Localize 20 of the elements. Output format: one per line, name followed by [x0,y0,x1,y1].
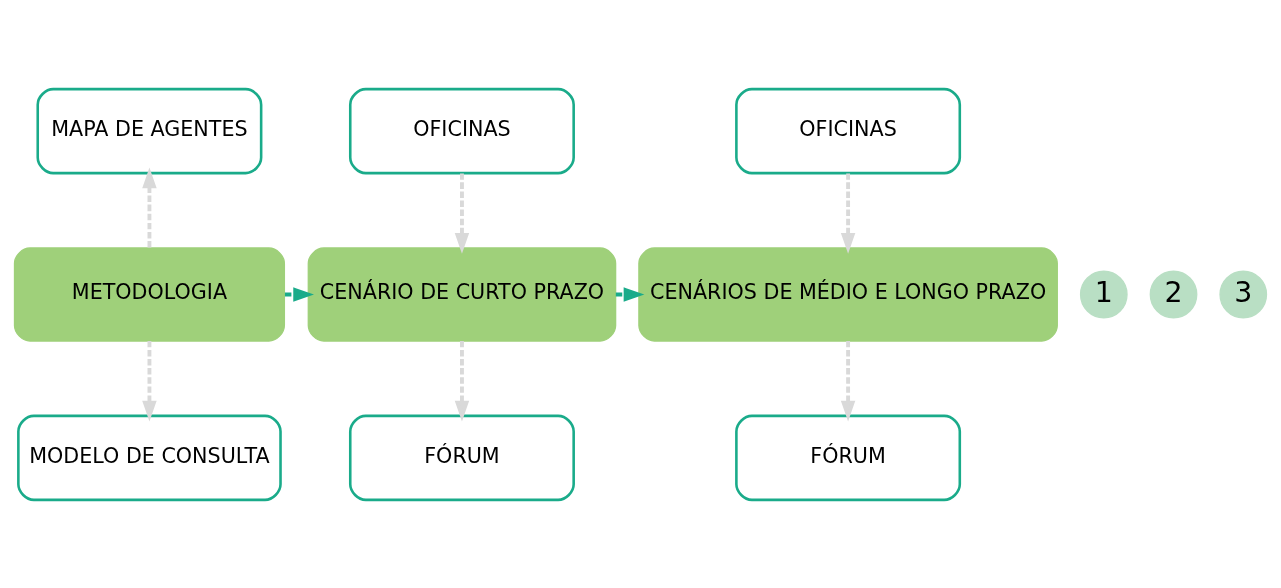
node-box: OFICINAS [735,87,962,174]
arrow [840,172,856,254]
node-circle: 1 [1079,270,1128,318]
node-box: CENÁRIOS DE MÉDIO E LONGO PRAZO [638,246,1058,342]
node-box: FÓRUM [735,414,962,501]
node-box: FÓRUM [348,414,575,501]
node-box: OFICINAS [348,87,575,174]
arrow [454,340,470,421]
node-circle: 3 [1219,270,1268,318]
node-box: CENÁRIO DE CURTO PRAZO [307,246,617,342]
arrow [142,340,157,421]
arrow [615,286,645,302]
node-box: METODOLOGIA [13,246,286,342]
node-box: MAPA DE AGENTES [36,87,263,174]
arrow [142,167,157,248]
arrow [454,172,470,254]
arrow [284,286,314,302]
node-box: MODELO DE CONSULTA [17,414,282,501]
node-circle: 2 [1149,270,1198,318]
arrow [840,340,856,421]
